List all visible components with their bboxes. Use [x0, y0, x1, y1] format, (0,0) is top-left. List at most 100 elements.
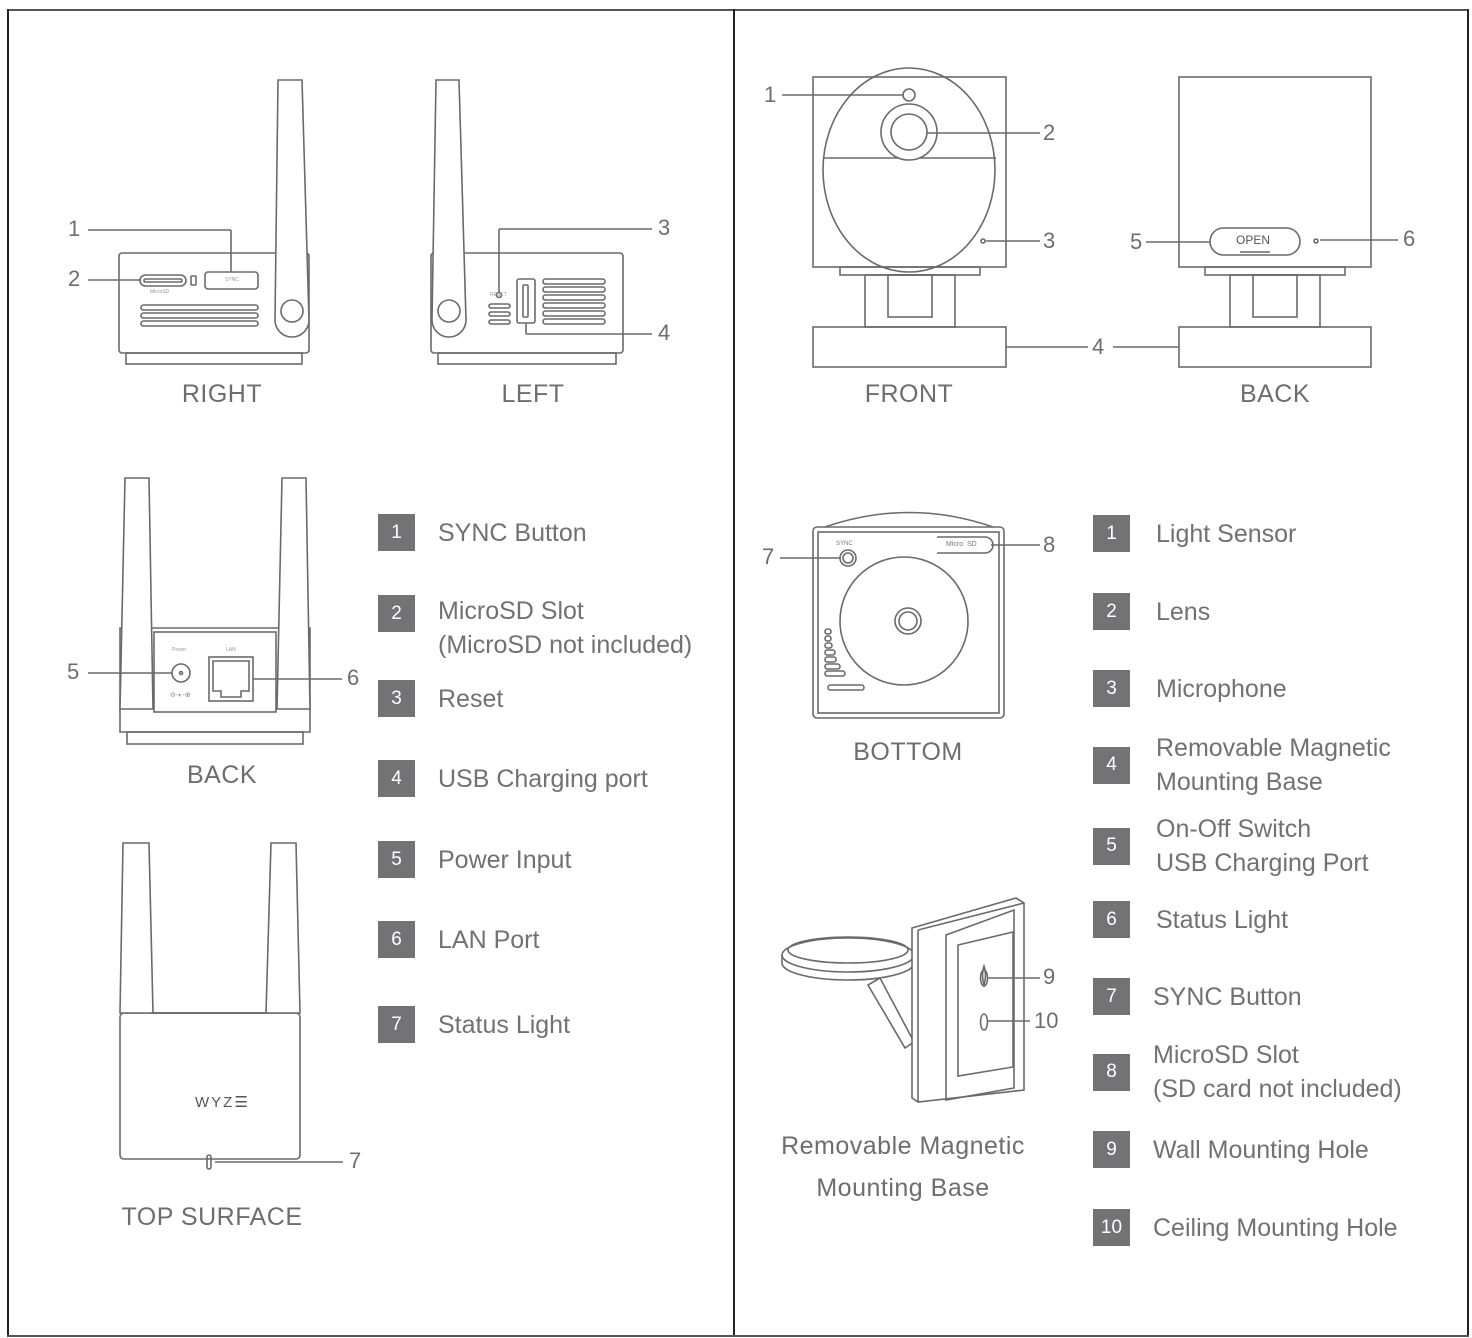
legend-label: Microphone	[1156, 674, 1287, 703]
legend-badge: 4	[378, 760, 415, 797]
callout-7: 7	[349, 1148, 362, 1173]
legend-badge: 6	[1093, 901, 1130, 938]
polarity-symbol: ⊖-◐-⊕	[170, 692, 191, 699]
legend-item-usb-charging-port: 4 USB Charging port	[378, 760, 648, 797]
power-label: Power	[172, 647, 187, 653]
view-label-mount-line1: Removable Magnetic	[781, 1132, 1025, 1160]
view-label-back: BACK	[1239, 380, 1311, 408]
legend-label: MicroSD Slot(MicroSD not included)	[438, 597, 693, 659]
legend-badge: 7	[1093, 978, 1130, 1015]
view-label-back: BACK	[186, 761, 258, 789]
legend-label: USB Charging port	[438, 764, 648, 793]
wyze-logo: WYZ☰	[195, 1094, 250, 1111]
legend-badge: 1	[378, 514, 415, 551]
legend-item-sync-button: 7 SYNC Button	[1093, 978, 1302, 1015]
right-border	[1467, 9, 1469, 1335]
callout-2: 2	[68, 266, 81, 291]
legend-label: MicroSD Slot(SD card not included)	[1153, 1041, 1402, 1103]
legend-badge: 5	[378, 841, 415, 878]
legend-badge: 8	[1093, 1053, 1130, 1091]
legend-badge: 2	[378, 595, 415, 632]
view-label-top-surface: TOP SURFACE	[121, 1203, 303, 1231]
open-label: OPEN	[1236, 233, 1271, 247]
callout-6: 6	[1403, 226, 1416, 251]
legend-badge: 1	[1093, 515, 1130, 552]
legend-label: Reset	[438, 684, 504, 713]
mounting-base-drawing	[781, 897, 1040, 1103]
legend-item-microphone: 3 Microphone	[1093, 670, 1287, 707]
legend-badge: 10	[1093, 1209, 1130, 1246]
view-label-front: FRONT	[864, 380, 954, 408]
callout-2: 2	[1043, 120, 1056, 145]
callout-4: 4	[1092, 334, 1105, 359]
legend-badge: 3	[378, 680, 415, 717]
callout-1: 1	[764, 82, 777, 107]
legend-label: Ceiling Mounting Hole	[1153, 1213, 1398, 1242]
sync-label: SYNC	[836, 541, 853, 547]
camera-back-view	[1113, 76, 1398, 368]
lan-label: LAN	[226, 647, 236, 653]
legend-badge: 7	[378, 1006, 415, 1043]
view-label-mount-line2: Mounting Base	[816, 1174, 990, 1202]
callout-9: 9	[1043, 964, 1056, 989]
hub-right-view	[88, 79, 310, 365]
legend-item-light-sensor: 1 Light Sensor	[1093, 515, 1296, 552]
microsd-label: MicroSD	[150, 289, 170, 295]
legend-label: Wall Mounting Hole	[1153, 1135, 1369, 1164]
callout-1: 1	[68, 216, 81, 241]
callout-7: 7	[762, 544, 775, 569]
callout-5: 5	[1130, 229, 1143, 254]
hub-top-view	[119, 842, 343, 1170]
legend-item-wall-mounting-hole: 9 Wall Mounting Hole	[1093, 1131, 1369, 1168]
legend-label: SYNC Button	[438, 518, 587, 547]
panel-divider	[733, 9, 735, 1335]
legend-badge: 6	[378, 921, 415, 958]
legend-item-reset: 3 Reset	[378, 680, 503, 717]
callout-4: 4	[658, 320, 671, 345]
callout-8: 8	[1043, 532, 1056, 557]
view-label-left: LEFT	[501, 380, 565, 408]
sync-label: SYNC	[225, 277, 239, 283]
legend-item-status-light: 7 Status Light	[378, 1006, 570, 1043]
legend-item-microsd-slot: 8 MicroSD Slot(SD card not included)	[1093, 1038, 1402, 1106]
legend-label: Status Light	[1156, 905, 1289, 934]
reset-label: RESET	[490, 292, 507, 298]
callout-10: 10	[1034, 1008, 1059, 1033]
hub-back-view	[88, 477, 342, 745]
legend-badge: 9	[1093, 1131, 1130, 1168]
callout-6: 6	[347, 665, 360, 690]
view-label-bottom: BOTTOM	[853, 738, 963, 766]
legend-label: LAN Port	[438, 925, 540, 954]
legend-label: Lens	[1156, 597, 1211, 626]
legend-label: Power Input	[438, 845, 572, 874]
callout-3: 3	[1043, 228, 1056, 253]
legend-label: SYNC Button	[1153, 982, 1302, 1011]
legend-item-lens: 2 Lens	[1093, 593, 1210, 630]
legend-item-status-light: 6 Status Light	[1093, 901, 1288, 938]
legend-item-power-input: 5 Power Input	[378, 841, 571, 878]
legend-badge: 4	[1093, 746, 1130, 784]
microsd-label: Micro SD	[946, 541, 977, 548]
legend-item-ceiling-mounting-hole: 10 Ceiling Mounting Hole	[1093, 1209, 1398, 1246]
camera-bottom-view	[780, 511, 1040, 719]
page-frame	[7, 9, 1469, 1337]
legend-item-lan-port: 6 LAN Port	[378, 921, 539, 958]
legend-badge: 3	[1093, 670, 1130, 707]
hub-left-view	[430, 79, 652, 365]
legend-item-microsd-slot: 2 MicroSD Slot(MicroSD not included)	[378, 595, 692, 662]
callout-5: 5	[67, 659, 80, 684]
view-label-right: RIGHT	[181, 380, 263, 408]
legend-label: Light Sensor	[1156, 519, 1297, 548]
legend-label: Status Light	[438, 1010, 571, 1039]
callout-3: 3	[658, 215, 671, 240]
legend-badge: 5	[1093, 827, 1130, 865]
camera-front-view	[782, 67, 1088, 368]
left-border	[7, 9, 9, 1335]
legend-item-sync-button: 1 SYNC Button	[378, 514, 587, 551]
legend-badge: 2	[1093, 593, 1130, 630]
